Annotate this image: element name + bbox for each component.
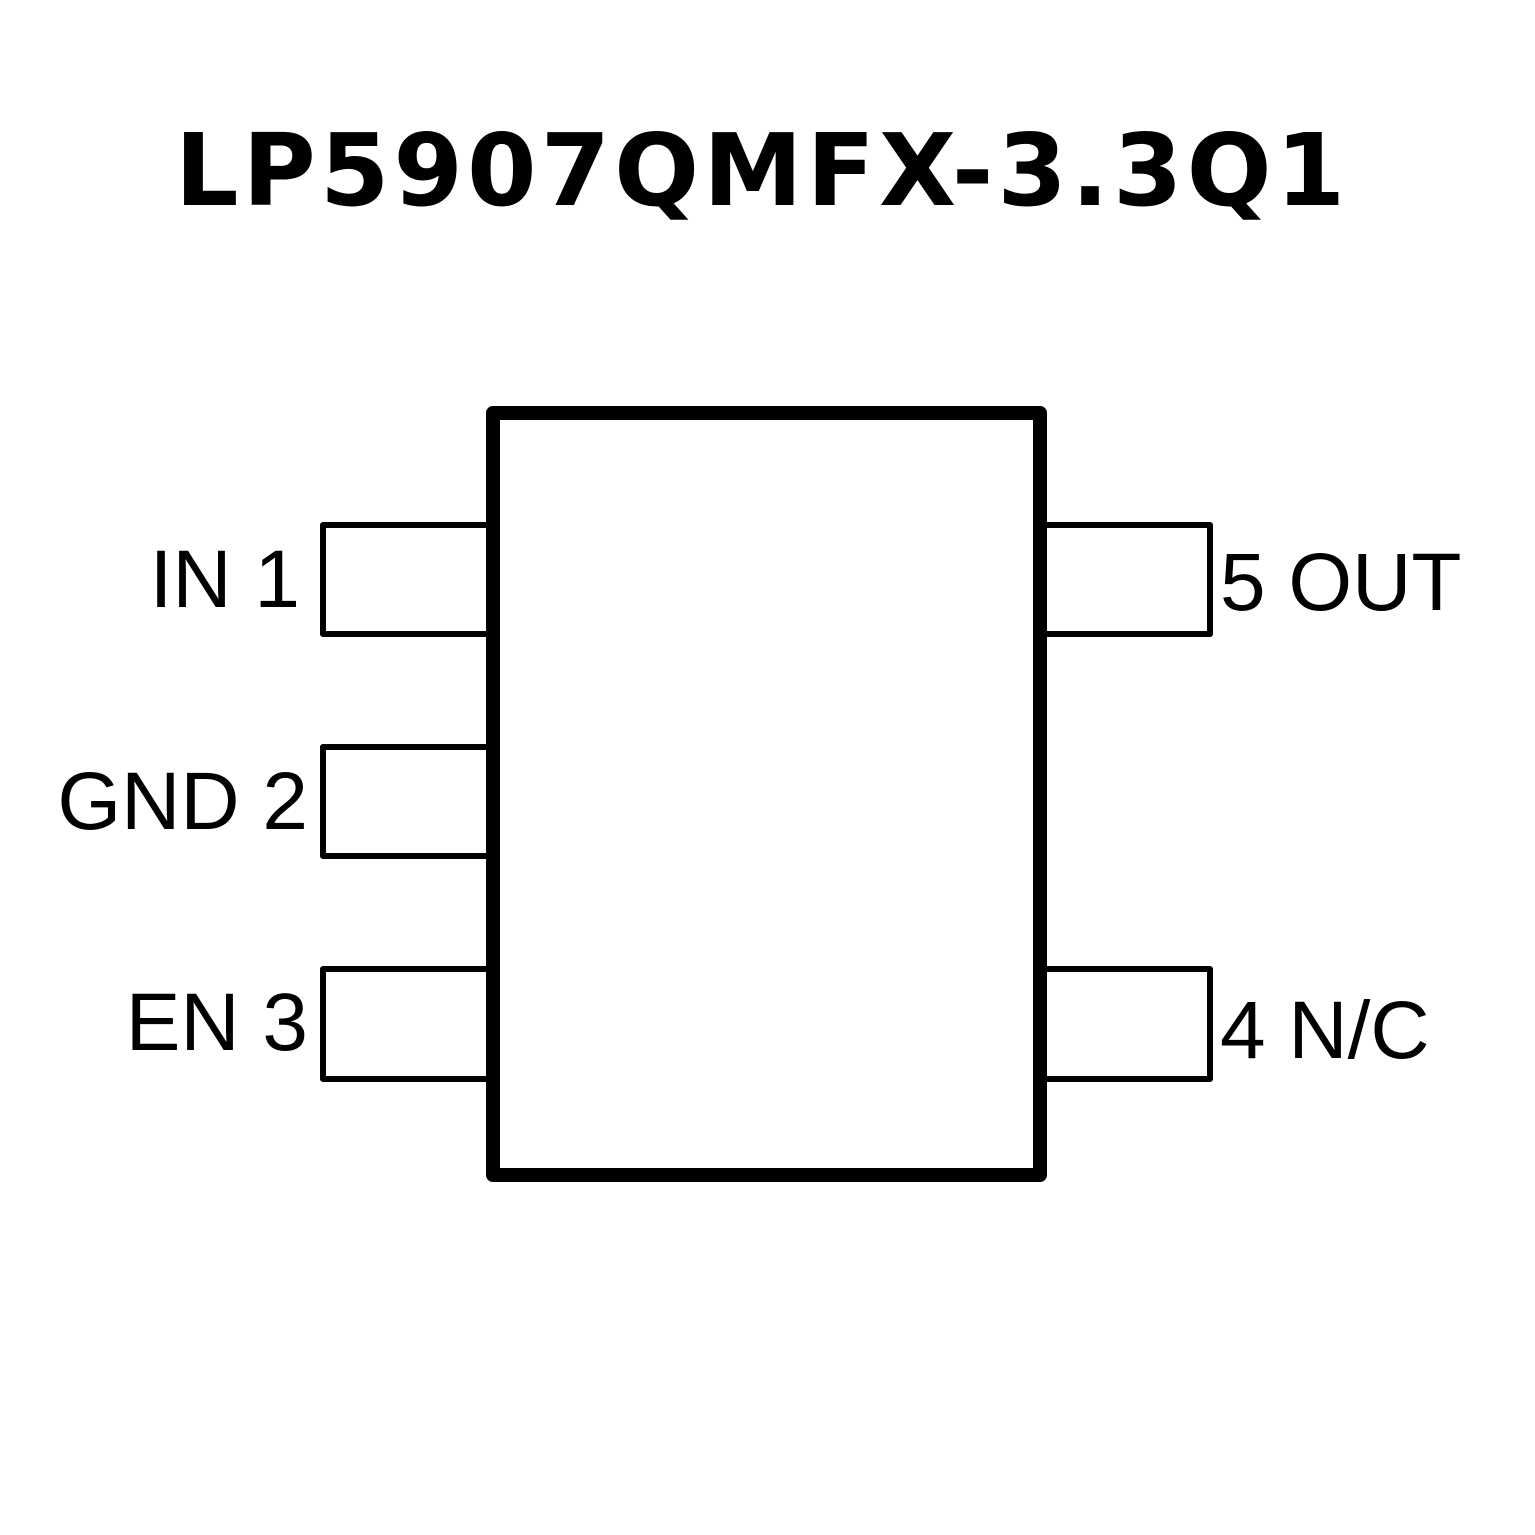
part-title: LP5907QMFX-3.3Q1 bbox=[175, 112, 1349, 229]
pin-2-label: GND 2 bbox=[57, 756, 308, 847]
ic-body bbox=[486, 406, 1047, 1182]
pin-1-pad bbox=[320, 522, 486, 637]
pin-3-label: EN 3 bbox=[126, 977, 308, 1068]
pin-5-pad bbox=[1047, 522, 1213, 637]
pin-3-pad bbox=[320, 966, 486, 1082]
pin-4-label: 4 N/C bbox=[1220, 985, 1430, 1076]
pin-4-pad bbox=[1047, 966, 1213, 1082]
pin-1-label: IN 1 bbox=[150, 534, 300, 625]
pin-2-pad bbox=[320, 744, 486, 859]
pin-5-label: 5 OUT bbox=[1220, 537, 1461, 628]
